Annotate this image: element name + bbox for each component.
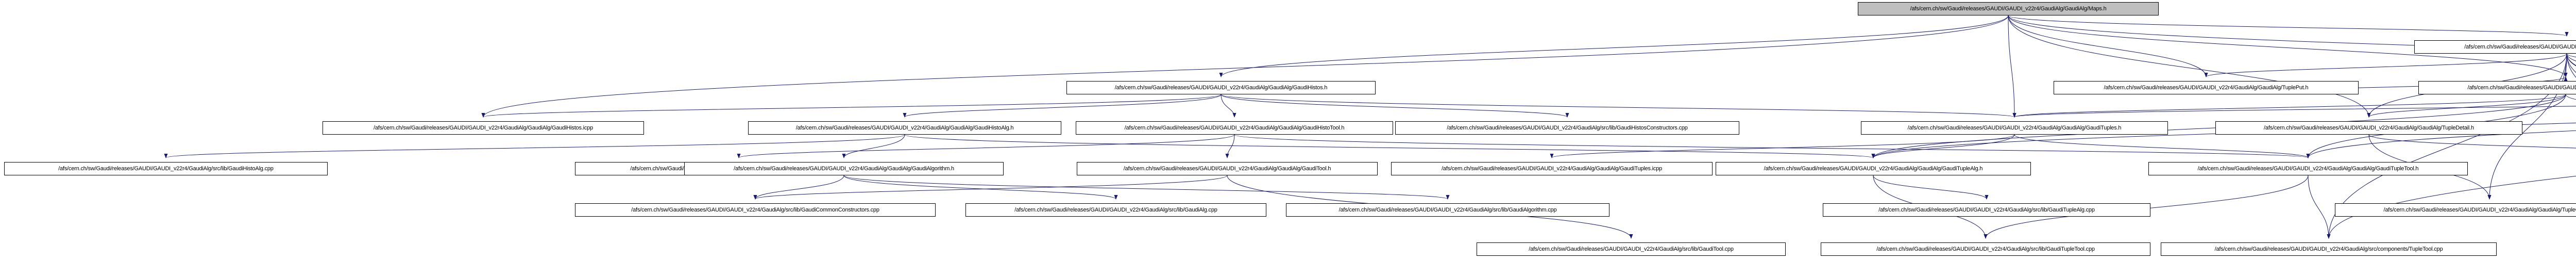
graph-edge xyxy=(753,175,844,200)
graph-edge xyxy=(1873,175,1989,200)
graph-node-label: /afs/cern.ch/sw/Gaudi/releases/GAUDI/GAU… xyxy=(1529,246,1734,252)
graph-node[interactable]: /afs/cern.ch/sw/Gaudi/releases/GAUDI/GAU… xyxy=(575,203,936,217)
graph-edge xyxy=(2013,106,2576,118)
graph-node[interactable]: /afs/cern.ch/sw/Gaudi/releases/GAUDI/GAU… xyxy=(684,162,1004,175)
graph-node-label: /afs/cern.ch/sw/Gaudi/releases/GAUDI/GAU… xyxy=(1124,124,1345,131)
graph-node-label: /afs/cern.ch/sw/Gaudi/releases/GAUDI/GAU… xyxy=(1338,206,1557,213)
graph-node[interactable]: /afs/cern.ch/sw/Gaudi/releases/GAUDI/GAU… xyxy=(2414,40,2576,54)
graph-edge xyxy=(2566,53,2576,67)
graph-edge xyxy=(2008,15,2568,37)
graph-node[interactable]: /afs/cern.ch/sw/Gaudi/releases/GAUDI/GAU… xyxy=(1066,81,1376,94)
graph-node-label: /afs/cern.ch/sw/Gaudi/releases/GAUDI/GAU… xyxy=(734,165,954,172)
graph-node-label: /afs/cern.ch/sw/Gaudi/releases/GAUDI/GAU… xyxy=(1441,165,1663,172)
graph-edge xyxy=(2367,94,2566,118)
graph-edge xyxy=(1550,134,2015,158)
graph-node-label: /afs/cern.ch/sw/Gaudi/releases/GAUDI/GAU… xyxy=(1014,206,1217,213)
graph-node-label: /afs/cern.ch/sw/Gaudi/releases/GAUDI/GAU… xyxy=(1910,5,2107,12)
graph-edge xyxy=(753,175,1228,200)
graph-node-label: /afs/cern.ch/sw/Gaudi/releases/GAUDI/GAU… xyxy=(1907,124,2122,131)
graph-node[interactable]: /afs/cern.ch/sw/Gaudi/releases/GAUDI/GAU… xyxy=(965,203,1266,217)
graph-edge xyxy=(2308,175,2331,239)
graph-node[interactable]: /afs/cern.ch/sw/Gaudi/releases/GAUDI/GAU… xyxy=(1477,242,1786,256)
graph-edge xyxy=(482,94,1222,118)
graph-edge xyxy=(843,175,1118,200)
graph-edge xyxy=(737,134,1235,158)
graph-node[interactable]: /afs/cern.ch/sw/Gaudi/releases/GAUDI/GAU… xyxy=(2054,81,2359,94)
graph-node[interactable]: /afs/cern.ch/sw/Gaudi/releases/GAUDI/GAU… xyxy=(2215,121,2522,135)
graph-edge xyxy=(904,134,1875,158)
graph-node-label: /afs/cern.ch/sw/Gaudi/releases/GAUDI/GAU… xyxy=(2197,165,2419,172)
graph-node[interactable]: /afs/cern.ch/sw/Gaudi/releases/GAUDI/GAU… xyxy=(2161,242,2497,256)
graph-edge xyxy=(1234,134,2310,158)
graph-edge xyxy=(2566,53,2576,66)
graph-node[interactable]: /afs/cern.ch/sw/Gaudi/releases/GAUDI/GAU… xyxy=(1076,121,1393,135)
graph-edge xyxy=(1219,15,2009,77)
graph-edge xyxy=(2014,134,2310,158)
graph-node-label: /afs/cern.ch/sw/Gaudi/releases/GAUDI/GAU… xyxy=(2264,124,2474,131)
graph-node-label: /afs/cern.ch/sw/Gaudi/releases/GAUDI/GAU… xyxy=(795,124,1014,131)
graph-node-label: /afs/cern.ch/sw/Gaudi/releases/GAUDI/GAU… xyxy=(1764,165,1983,172)
graph-node-label: /afs/cern.ch/sw/Gaudi/releases/GAUDI/GAU… xyxy=(373,124,594,131)
graph-node[interactable]: /afs/cern.ch/sw/Gaudi/releases/GAUDI/GAU… xyxy=(4,162,328,175)
graph-node-label: /afs/cern.ch/sw/Gaudi/releases/GAUDI/GAU… xyxy=(2214,246,2443,252)
graph-node-label: /afs/cern.ch/sw/Gaudi/releases/GAUDI/GAU… xyxy=(1447,124,1688,131)
graph-node-label: /afs/cern.ch/sw/Gaudi/releases/GAUDI/GAU… xyxy=(1876,246,2095,252)
graph-node-label: /afs/cern.ch/sw/Gaudi/releases/GAUDI/GAU… xyxy=(1878,206,2095,213)
graph-edge xyxy=(481,15,2009,118)
graph-edge xyxy=(164,134,905,158)
graph-node-label: /afs/cern.ch/sw/Gaudi/releases/GAUDI/GAU… xyxy=(2464,43,2576,50)
graph-node[interactable]: /afs/cern.ch/sw/Gaudi/releases/GAUDI/GAU… xyxy=(1716,162,2031,175)
graph-node[interactable]: /afs/cern.ch/sw/Gaudi/releases/GAUDI/GAU… xyxy=(1077,162,1378,175)
graph-edge xyxy=(1221,94,1569,118)
graph-node[interactable]: /afs/cern.ch/sw/Gaudi/releases/GAUDI/GAU… xyxy=(1391,162,1713,175)
graph-node-label: /afs/cern.ch/sw/Gaudi/releases/GAUDI/GAU… xyxy=(2104,84,2309,91)
graph-edge xyxy=(2008,15,2568,77)
graph-node[interactable]: /afs/cern.ch/sw/Gaudi/releases/GAUDI/GAU… xyxy=(2148,162,2468,175)
graph-edge xyxy=(1225,134,1235,158)
graph-node[interactable]: /afs/cern.ch/sw/Gaudi/releases/GAUDI/GAU… xyxy=(748,121,1061,135)
graph-node-label: /afs/cern.ch/sw/Gaudi/releases/GAUDI/GAU… xyxy=(2467,84,2576,91)
graph-edge xyxy=(842,134,905,158)
graph-node-label: /afs/cern.ch/sw/Gaudi/releases/GAUDI/GAU… xyxy=(58,165,274,172)
graph-node[interactable]: /afs/cern.ch/sw/Gaudi/releases/GAUDI/GAU… xyxy=(1395,121,1739,135)
graph-node[interactable]: /afs/cern.ch/sw/Gaudi/releases/GAUDI/GAU… xyxy=(2335,203,2576,217)
graph-edge xyxy=(2008,15,2208,77)
graph-node[interactable]: /afs/cern.ch/sw/Gaudi/releases/GAUDI/GAU… xyxy=(1821,242,2150,256)
graph-edge xyxy=(2566,53,2576,73)
graph-edge xyxy=(2204,53,2567,77)
graph-node-label: /afs/cern.ch/sw/Gaudi/releases/GAUDI/GAU… xyxy=(2383,206,2576,213)
graph-node[interactable]: /afs/cern.ch/sw/Gaudi/releases/GAUDI/GAU… xyxy=(323,121,644,135)
graph-edge xyxy=(1871,134,2015,158)
graph-node-label: /afs/cern.ch/sw/Gaudi/releases/GAUDI/GAU… xyxy=(1114,84,1328,91)
graph-edge xyxy=(2487,53,2567,200)
graph-edge xyxy=(843,175,1450,200)
graph-edge xyxy=(2008,15,2371,118)
graph-node-label: /afs/cern.ch/sw/Gaudi/releases/GAUDI/GAU… xyxy=(1123,165,1331,172)
graph-edge xyxy=(1221,94,2016,118)
graph-node[interactable]: /afs/cern.ch/sw/Gaudi/releases/GAUDI/GAU… xyxy=(1861,121,2168,135)
graph-node[interactable]: /afs/cern.ch/sw/Gaudi/releases/GAUDI/GAU… xyxy=(1823,203,2150,217)
graph-edge xyxy=(2012,94,2566,118)
graph-edge xyxy=(2008,15,2016,118)
graph-edge xyxy=(2306,130,2576,158)
graph-node[interactable]: /afs/cern.ch/sw/Gaudi/releases/GAUDI/GAU… xyxy=(1858,2,2159,15)
graph-edge xyxy=(903,94,1222,118)
graph-edge xyxy=(2368,134,2576,149)
graph-node[interactable]: /afs/cern.ch/sw/Gaudi/releases/GAUDI/GAU… xyxy=(1286,203,1609,217)
graph-node-label: /afs/cern.ch/sw/Gaudi/releases/GAUDI/GAU… xyxy=(631,206,879,213)
graph-edge xyxy=(2565,94,2576,100)
graph-node[interactable]: /afs/cern.ch/sw/Gaudi/releases/GAUDI/GAU… xyxy=(2418,81,2576,94)
graph-edge xyxy=(1221,94,1236,118)
